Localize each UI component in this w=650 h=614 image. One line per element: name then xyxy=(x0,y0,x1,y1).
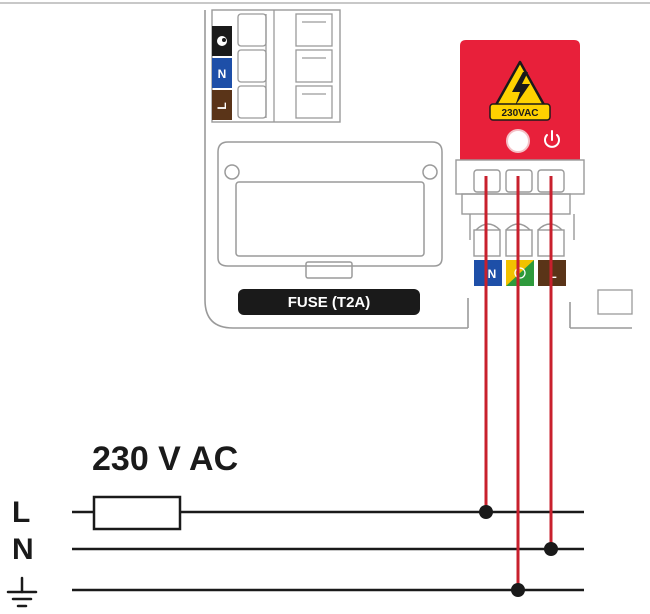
terminal-live-marker xyxy=(212,90,232,120)
voltage-label: 230 V AC xyxy=(92,440,238,478)
terminal-live-label: L xyxy=(215,102,229,109)
warning-sign: 230VAC xyxy=(489,60,551,121)
warning-label: 230VAC xyxy=(501,108,538,119)
earth-junction xyxy=(511,583,525,597)
lightning-icon xyxy=(512,72,530,106)
left-terminal-block: N L xyxy=(211,9,341,123)
neutral-label: N xyxy=(12,533,34,566)
housing-tab xyxy=(597,289,633,315)
live-label: L xyxy=(12,496,30,529)
power-icon xyxy=(544,130,560,148)
power-terminal-neutral xyxy=(474,260,502,286)
earth-symbol-icon xyxy=(6,576,38,608)
live-junction xyxy=(479,505,493,519)
terminal-neutral-marker xyxy=(212,58,232,88)
junction-dots xyxy=(479,505,558,597)
indicator-led xyxy=(506,129,530,153)
device-housing xyxy=(204,10,632,329)
power-terminal-live-label: L xyxy=(549,267,556,281)
power-module: 230VAC xyxy=(460,40,580,160)
fuse-label-plate xyxy=(238,289,420,315)
power-terminal-neutral-label: N xyxy=(488,267,497,281)
fuse-holder xyxy=(217,141,443,279)
red-wires xyxy=(484,176,553,590)
neutral-junction xyxy=(544,542,558,556)
terminal-neutral-label: N xyxy=(218,67,227,81)
fuse-label: FUSE (T2A) xyxy=(288,294,371,311)
fuse-symbol-icon xyxy=(92,495,182,531)
power-terminal-block: N L xyxy=(455,159,585,286)
